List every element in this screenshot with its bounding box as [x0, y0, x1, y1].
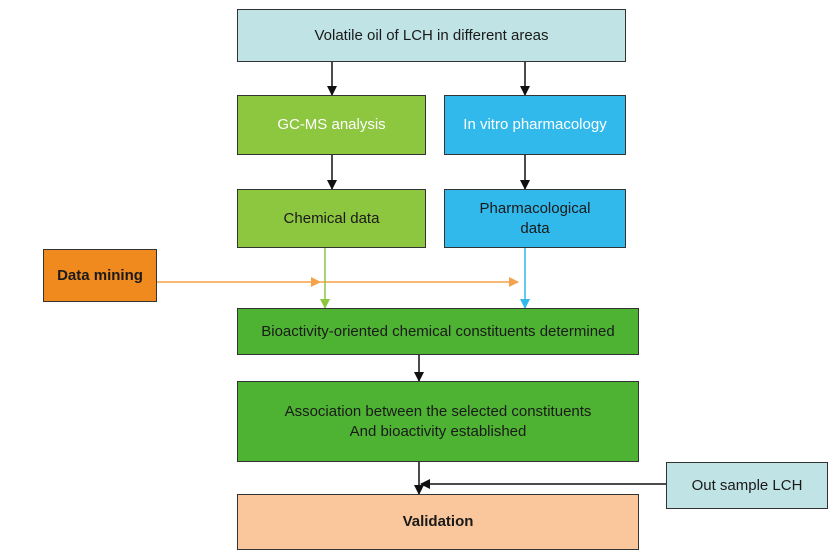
data-mining-node: Data mining [43, 249, 157, 302]
chemical-data-node: Chemical data [237, 189, 426, 248]
association-label: Association between the selected constit… [284, 402, 592, 440]
out-sample-label: Out sample LCH [691, 476, 803, 494]
gcms-node: GC-MS analysis [237, 95, 426, 155]
chemical-data-label: Chemical data [283, 209, 380, 227]
pharma-data-node: Pharmacological data [444, 189, 626, 248]
source-node-label: Volatile oil of LCH in different areas [314, 26, 549, 44]
data-mining-label: Data mining [57, 266, 143, 284]
out-sample-node: Out sample LCH [666, 462, 828, 509]
bioactivity-node: Bioactivity-oriented chemical constituen… [237, 308, 639, 355]
validation-node: Validation [237, 494, 639, 550]
association-node: Association between the selected constit… [237, 381, 639, 462]
pharma-data-label: Pharmacological data [479, 199, 591, 237]
source-node: Volatile oil of LCH in different areas [237, 9, 626, 62]
validation-label: Validation [402, 513, 474, 530]
gcms-node-label: GC-MS analysis [277, 116, 386, 133]
invitro-node-label: In vitro pharmacology [463, 116, 607, 133]
invitro-node: In vitro pharmacology [444, 95, 626, 155]
bioactivity-label: Bioactivity-oriented chemical constituen… [261, 322, 615, 340]
